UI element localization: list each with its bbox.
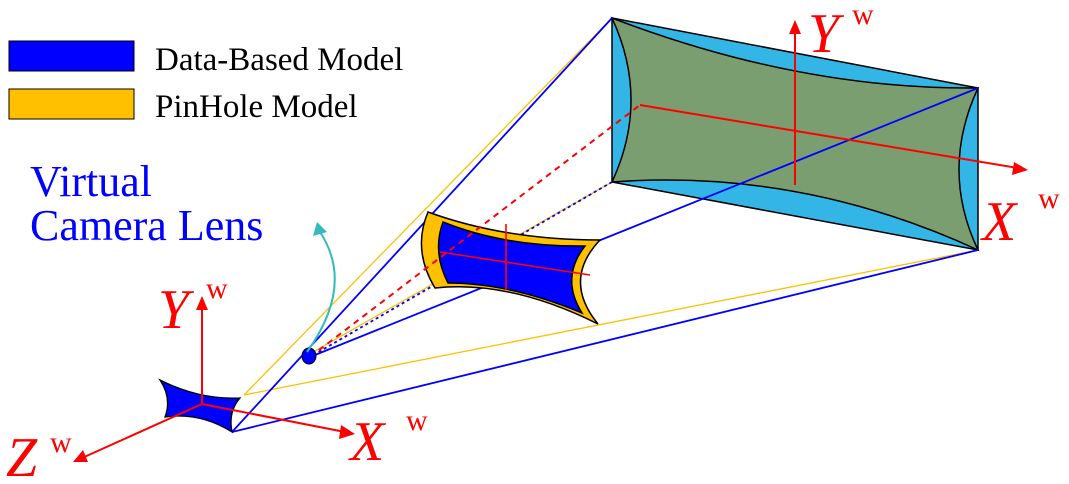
near-y-axis-label: Y (158, 279, 195, 341)
lens-label-line2: Camera Lens (30, 201, 263, 250)
middle-image-plane (420, 211, 602, 325)
near-x-axis-sup: w (406, 404, 428, 437)
legend: Data-Based Model PinHole Model (8, 40, 403, 125)
near-y-axis-sup: w (206, 272, 228, 305)
near-image-plane (158, 378, 242, 434)
near-z-axis-label: Z (6, 427, 38, 484)
middle-data-based-region (437, 221, 587, 315)
legend-label-pinhole: PinHole Model (155, 89, 358, 125)
lens-pointer-arrow (306, 222, 336, 353)
far-y-axis-sup: w (852, 0, 874, 31)
far-axes (309, 20, 1028, 358)
middle-axes (439, 224, 591, 290)
legend-swatch-data-based (8, 40, 135, 72)
far-x-axis-label: X (980, 191, 1019, 253)
legend-label-data-based: Data-Based Model (155, 42, 403, 78)
near-axes (73, 296, 355, 462)
far-x-axis-sup: w (1038, 182, 1060, 215)
near-x-axis-label: X (348, 411, 387, 473)
lens-label-line1: Virtual (30, 157, 152, 206)
legend-swatch-pinhole (8, 88, 135, 120)
far-y-axis-label: Y (808, 3, 845, 65)
near-z-axis-sup: w (50, 426, 72, 459)
